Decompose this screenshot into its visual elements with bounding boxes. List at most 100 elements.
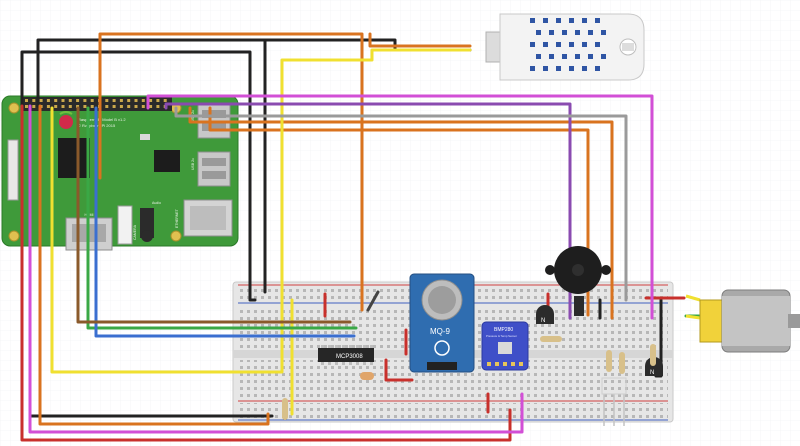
wire-orange-2 bbox=[208, 106, 590, 317]
gpio-pin bbox=[119, 99, 123, 102]
wire-orange-4 bbox=[368, 32, 472, 48]
sensor-vent-hole bbox=[543, 66, 548, 71]
sensor-vent-hole bbox=[595, 66, 600, 71]
wire-red-6 bbox=[384, 358, 414, 382]
resistor-5 bbox=[282, 398, 288, 420]
wire-orange-5 bbox=[38, 104, 270, 426]
ethernet-label: ETHERNET bbox=[175, 208, 179, 228]
wire-red-1 bbox=[20, 104, 512, 442]
adc-pin bbox=[370, 362, 373, 365]
gpio-pin bbox=[149, 99, 153, 102]
adc-pin bbox=[335, 345, 338, 348]
wire-green-1 bbox=[86, 106, 358, 330]
adc-pin bbox=[356, 362, 359, 365]
sensor-vent-hole bbox=[575, 30, 580, 35]
sensor-vent-hole bbox=[569, 66, 574, 71]
sensor-vent-hole bbox=[601, 54, 606, 59]
adc-pin bbox=[349, 345, 352, 348]
sensor-vent-hole bbox=[549, 54, 554, 59]
gpio-pin bbox=[46, 105, 50, 108]
transistor-1: N bbox=[536, 305, 554, 324]
adc-pin bbox=[335, 362, 338, 365]
gpio-pin bbox=[68, 105, 72, 108]
sensor-vent-hole bbox=[575, 54, 580, 59]
gpio-pin bbox=[112, 99, 116, 102]
sensor-vent-hole bbox=[595, 42, 600, 47]
sensor-vent-hole bbox=[556, 18, 561, 23]
gpio-pin bbox=[105, 105, 109, 108]
sensor-vent-hole bbox=[582, 66, 587, 71]
adc-pin bbox=[328, 362, 331, 365]
audio-label: Audio bbox=[152, 201, 161, 205]
resistor-3 bbox=[619, 352, 625, 374]
buzzer bbox=[545, 246, 611, 316]
sensor-vent-hole bbox=[601, 30, 606, 35]
gpio-pin bbox=[105, 99, 109, 102]
resistor-4 bbox=[650, 344, 656, 366]
gpio-pin bbox=[149, 105, 153, 108]
gas-sensor-label: MQ-9 bbox=[430, 327, 451, 336]
bmp-pin bbox=[519, 362, 523, 366]
usb-label-bottom: USB 2x bbox=[191, 158, 195, 170]
gpio-pin bbox=[134, 105, 138, 108]
sensor-vent-hole bbox=[569, 42, 574, 47]
adc-pin bbox=[342, 345, 345, 348]
gpio-pin bbox=[54, 99, 58, 102]
bmp-pin bbox=[511, 362, 515, 366]
pressure-sensor: BMP280 Pressure & Temp Sensor bbox=[481, 321, 529, 371]
resistors bbox=[282, 336, 656, 420]
wire-gray-1 bbox=[174, 106, 628, 302]
dc-motor bbox=[685, 289, 800, 353]
gpio-pin bbox=[90, 99, 94, 102]
gpio-pin bbox=[127, 105, 131, 108]
wire-black-2 bbox=[20, 50, 257, 302]
photoresistor bbox=[360, 372, 374, 380]
sensor-vent-hole bbox=[588, 30, 593, 35]
gpio-pin bbox=[46, 99, 50, 102]
gpio-pin bbox=[83, 99, 87, 102]
led-outline bbox=[601, 377, 627, 426]
gpio-pin bbox=[54, 105, 58, 108]
gpio-pin bbox=[134, 99, 138, 102]
adc-pin bbox=[321, 362, 324, 365]
gpio-pin bbox=[76, 105, 80, 108]
resistor-1 bbox=[540, 336, 562, 342]
gpio-pin bbox=[39, 99, 43, 102]
gpio-pin bbox=[141, 99, 145, 102]
sensor-vent-hole bbox=[530, 42, 535, 47]
camera-label: CAMERA bbox=[133, 224, 137, 240]
sensor-vent-hole bbox=[588, 54, 593, 59]
adc-pin bbox=[328, 345, 331, 348]
transistor-2: N bbox=[645, 357, 663, 376]
transistor-1-label: N bbox=[541, 318, 545, 324]
adc-pin bbox=[356, 345, 359, 348]
sensor-vent-hole bbox=[556, 42, 561, 47]
adc-label: MCP3008 bbox=[336, 354, 363, 360]
pressure-sensor-label: BMP280 bbox=[494, 327, 513, 333]
sensor-vent-hole bbox=[562, 30, 567, 35]
gpio-pin bbox=[156, 105, 160, 108]
sensor-vent-hole bbox=[530, 66, 535, 71]
sensor-vent-hole bbox=[556, 66, 561, 71]
pi-board-text: Raspberry Pi Model B v1.2 bbox=[78, 117, 126, 122]
sensor-vent-hole bbox=[562, 54, 567, 59]
sensor-vent-hole bbox=[582, 42, 587, 47]
gpio-pin bbox=[25, 105, 28, 108]
adc-pin bbox=[370, 345, 373, 348]
pressure-sensor-sublabel: Pressure & Temp Sensor bbox=[486, 334, 517, 338]
wire-orange-1 bbox=[98, 32, 364, 312]
adc-pin bbox=[321, 345, 324, 348]
wire-pink-1 bbox=[28, 104, 524, 434]
gpio-pin bbox=[25, 99, 28, 102]
wire-purple-1 bbox=[164, 102, 572, 320]
adc-chip: MCP3008 bbox=[318, 345, 374, 365]
raspberry-pi: Raspberry Pi Model B v1.2 © Raspberry Pi… bbox=[1, 95, 239, 251]
bmp-pin bbox=[495, 362, 499, 366]
wire-yellow-1 bbox=[50, 48, 472, 374]
gpio-pin bbox=[32, 105, 36, 108]
humidity-sensor bbox=[485, 13, 645, 81]
gpio-pin bbox=[112, 105, 116, 108]
jumper-dark-1 bbox=[366, 290, 380, 312]
adc-pin bbox=[363, 345, 366, 348]
